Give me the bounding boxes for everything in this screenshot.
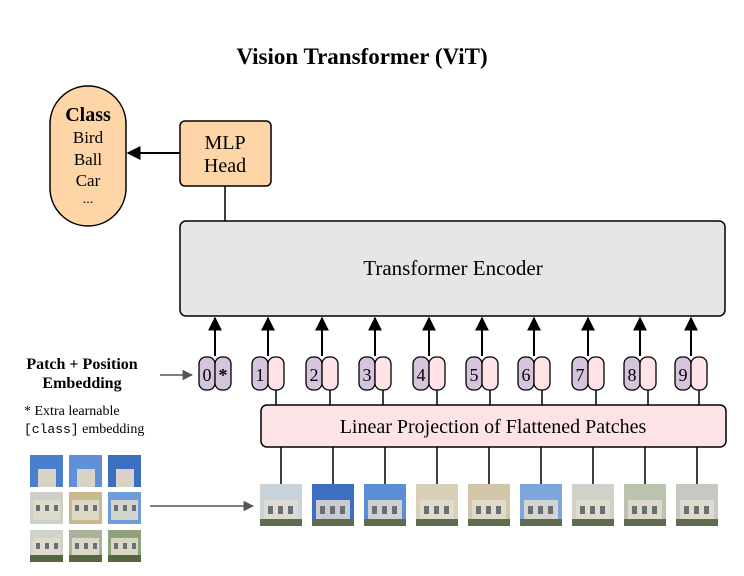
position-index-8: 8: [628, 365, 637, 385]
token-9: 9: [674, 356, 708, 391]
grid-patch-1: [30, 455, 63, 487]
class-item-car: Car: [76, 171, 101, 190]
token-5: 5: [465, 356, 499, 391]
position-index-7: 7: [576, 365, 585, 385]
sequence-patch-6: [520, 484, 562, 526]
position-index-5: 5: [470, 365, 479, 385]
token-4: 4: [412, 356, 446, 391]
class-item-ball: Ball: [74, 150, 103, 169]
token-0: 0*: [198, 356, 232, 391]
patch-embedding-6: [533, 356, 551, 391]
patch-embedding-9: [690, 356, 708, 391]
input-image-patch-grid: [30, 455, 141, 562]
encoder-label: Transformer Encoder: [363, 256, 542, 280]
position-index-3: 3: [363, 365, 372, 385]
token-2: 2: [305, 356, 339, 391]
class-token-marker: *: [219, 365, 228, 385]
class-token-embedding: [214, 356, 232, 391]
sequence-patch-9: [676, 484, 718, 526]
patch-to-projection-lines: [280, 447, 698, 484]
patch-embedding-7: [587, 356, 605, 391]
sequence-patch-3: [364, 484, 406, 526]
class-output-box: Class Bird Ball Car ...: [49, 85, 127, 227]
grid-patch-5: [69, 492, 102, 524]
footnote-line1: * Extra learnable: [24, 404, 120, 419]
mlp-head-line2: Head: [204, 155, 246, 177]
diagram-title: Vision Transformer (ViT): [236, 44, 487, 69]
projection-label: Linear Projection of Flattened Patches: [340, 416, 647, 438]
transformer-encoder-box: Transformer Encoder: [179, 220, 726, 317]
token-3: 3: [358, 356, 392, 391]
sequence-patch-5: [468, 484, 510, 526]
grid-patch-4: [30, 492, 63, 524]
grid-patch-7: [30, 530, 63, 562]
projection-to-token-lines: [275, 390, 700, 405]
embedding-label-line2: Embedding: [42, 375, 121, 392]
token-1: 1: [251, 356, 285, 391]
footnote-line2: [class] embedding: [24, 422, 144, 437]
grid-patch-2: [69, 455, 102, 487]
grid-patch-9: [108, 530, 141, 562]
footnote-code: [class]: [24, 422, 79, 437]
patch-embedding-8: [639, 356, 657, 391]
position-index-4: 4: [417, 365, 426, 385]
sequence-patch-7: [572, 484, 614, 526]
footnote-rest: embedding: [79, 422, 145, 437]
position-index-6: 6: [522, 365, 531, 385]
grid-patch-8: [69, 530, 102, 562]
token-6: 6: [517, 356, 551, 391]
position-index-1: 1: [256, 365, 265, 385]
grid-patch-6: [108, 492, 141, 524]
token-arrows: [208, 316, 698, 356]
mlp-head-box: MLP Head: [179, 120, 272, 187]
patch-embedding-2: [321, 356, 339, 391]
class-heading: Class: [65, 104, 111, 126]
grid-patch-3: [108, 455, 141, 487]
class-item-bird: Bird: [73, 128, 104, 147]
token-8: 8: [623, 356, 657, 391]
patch-embedding-3: [374, 356, 392, 391]
sequence-patch-8: [624, 484, 666, 526]
flattened-patch-sequence: [260, 484, 718, 526]
position-index-0: 0: [203, 365, 212, 385]
linear-projection-box: Linear Projection of Flattened Patches: [260, 404, 727, 448]
patch-embedding-1: [267, 356, 285, 391]
embedding-label-line1: Patch + Position: [26, 356, 137, 373]
mlp-head-line1: MLP: [204, 132, 245, 154]
sequence-patch-1: [260, 484, 302, 526]
patch-embedding-5: [481, 356, 499, 391]
sequence-patch-4: [416, 484, 458, 526]
class-item-more: ...: [83, 192, 94, 207]
position-index-2: 2: [310, 365, 319, 385]
sequence-patch-2: [312, 484, 354, 526]
patch-embedding-4: [428, 356, 446, 391]
position-index-9: 9: [679, 365, 688, 385]
token-7: 7: [571, 356, 605, 391]
